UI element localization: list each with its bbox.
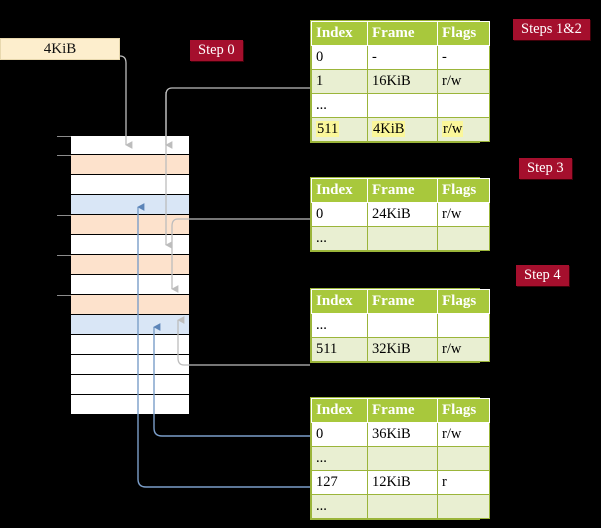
cell-frame: - (367, 45, 438, 70)
memory-frame-cell (57, 135, 190, 155)
badge-label: Step 4 (524, 267, 561, 283)
highlighted-value: r/w (442, 121, 464, 137)
column-header-index: Index (311, 21, 368, 46)
cell-frame (367, 226, 438, 251)
column-header-frame: Frame (367, 21, 438, 46)
badge-step-4: Step 4 (516, 265, 569, 286)
memory-tick-mark (57, 215, 71, 216)
table-row: ... (311, 494, 490, 519)
memory-frame-cell (70, 395, 190, 415)
column-header-frame: Frame (367, 289, 438, 314)
memory-frame-cell (70, 195, 190, 215)
cell-index: 1 (311, 69, 368, 94)
badge-step-3: Step 3 (519, 158, 572, 179)
physical-memory-column (57, 135, 190, 415)
badge-label: Step 3 (527, 160, 564, 176)
column-header-flags: Flags (437, 398, 490, 423)
memory-frame-cell (70, 355, 190, 375)
cell-index: ... (311, 226, 368, 251)
table-row: ... (311, 313, 490, 338)
cell-flags (437, 446, 490, 471)
memory-frame-cell (70, 315, 190, 335)
cell-index: 0 (311, 45, 368, 70)
memory-tick-mark (57, 155, 71, 156)
cell-index: ... (311, 313, 368, 338)
badge-steps-1-2: Steps 1&2 (513, 19, 590, 40)
frame-box-4kib: 4KiB (0, 38, 120, 60)
cell-flags: r (437, 470, 490, 495)
column-header-frame: Frame (367, 398, 438, 423)
cell-index: 511 (311, 117, 368, 142)
cell-flags: - (437, 45, 490, 70)
table-row: ... (311, 446, 490, 471)
memory-frame-cell (70, 235, 190, 255)
column-header-index: Index (311, 398, 368, 423)
cell-frame: 16KiB (367, 69, 438, 94)
memory-frame-cell (57, 155, 190, 175)
cell-frame: 12KiB (367, 470, 438, 495)
cell-frame: 36KiB (367, 422, 438, 447)
column-header-frame: Frame (367, 178, 438, 203)
cell-flags: r/w (437, 69, 490, 94)
column-header-flags: Flags (437, 21, 490, 46)
cell-frame: 24KiB (367, 202, 438, 227)
memory-frame-cell (70, 375, 190, 395)
table-row: 511 4KiB r/w (311, 117, 490, 142)
cell-frame: 32KiB (367, 337, 438, 362)
cell-flags: r/w (437, 202, 490, 227)
cell-flags (437, 93, 490, 118)
column-header-flags: Flags (437, 289, 490, 314)
badge-step-0: Step 0 (190, 40, 243, 61)
badge-label: Step 0 (198, 42, 235, 58)
cell-index: 511 (311, 337, 368, 362)
table-row: 0-- (311, 45, 490, 70)
column-header-index: Index (311, 178, 368, 203)
cell-frame (367, 446, 438, 471)
cell-frame (367, 494, 438, 519)
highlighted-value: 4KiB (372, 121, 406, 137)
column-header-index: Index (311, 289, 368, 314)
table-row: ... (311, 93, 490, 118)
cell-flags (437, 494, 490, 519)
cell-frame (367, 313, 438, 338)
highlighted-value: 511 (316, 121, 340, 137)
table-row: ... (311, 226, 490, 251)
column-header-flags: Flags (437, 178, 490, 203)
memory-frame-cell (70, 275, 190, 295)
memory-frame-cell (57, 215, 190, 235)
badge-label: Steps 1&2 (521, 21, 582, 37)
cell-flags: r/w (437, 337, 490, 362)
cell-index: ... (311, 494, 368, 519)
cell-index: 0 (311, 202, 368, 227)
memory-frame-cell (70, 335, 190, 355)
cell-index: ... (311, 93, 368, 118)
memory-frame-cell (57, 255, 190, 275)
cell-flags: r/w (437, 422, 490, 447)
cell-frame (367, 93, 438, 118)
cell-flags: r/w (437, 117, 490, 142)
memory-tick-mark (57, 136, 71, 137)
memory-frame-cell (70, 175, 190, 195)
memory-tick-mark (57, 295, 71, 296)
memory-frame-cell (57, 295, 190, 315)
frame-box-label: 4KiB (43, 41, 77, 57)
memory-tick-mark (57, 255, 71, 256)
cell-index: ... (311, 446, 368, 471)
cell-frame: 4KiB (367, 117, 438, 142)
cell-index: 127 (311, 470, 368, 495)
cell-flags (437, 226, 490, 251)
cell-flags (437, 313, 490, 338)
cell-index: 0 (311, 422, 368, 447)
